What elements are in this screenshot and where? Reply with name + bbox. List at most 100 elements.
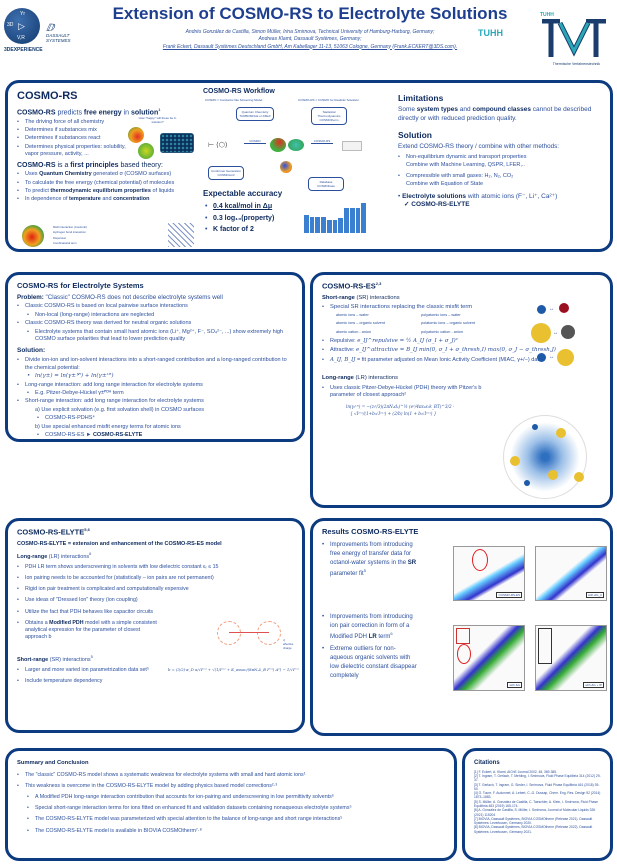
panel-electrolyte-systems: COSMO-RS for Electrolyte Systems Problem… [5,272,305,442]
section-title: Citations [474,760,500,766]
list-item: Determines physical properties: solubili… [17,144,127,159]
list-item: Special SR interactions replacing the cl… [322,304,601,312]
accuracy-bar-chart [304,203,367,233]
interaction-label: Dispersion [53,235,67,240]
list-item: Determines if substances mix [17,127,127,135]
pair-label: atomic ions – water [336,313,369,318]
list-item: PDH LR term shows underscreening in solv… [17,562,293,572]
check-item: Combine with Machine Learning, QSPR, LFE… [406,162,525,169]
panel-cosmo-rs-es: COSMO-RS-ES2,3 Short-range (SR) interact… [310,272,613,508]
scatter-plot: with ΔG + IP [535,625,607,691]
accuracy-bar [355,207,361,233]
list-item: COSMO-RS-PDHS⁴ [37,415,293,423]
sigma-surface-image [22,225,44,247]
list-item: Divide ion-ion and ion-solvent interacti… [17,357,293,372]
citation-item: [4] O. Toure, F. Audonnet, A. Lebert, C.… [474,791,601,800]
list-item: Classic COSMO-RS is based on local pairw… [17,303,293,311]
list-item: Uses Quantum Chemistry generated σ (COSM… [17,171,601,179]
scatter-plot: with ΔG_tr [535,546,607,601]
dressed-ion-diagram: q' effective charge [213,619,293,649]
scatter-plot: with ΔG [453,625,525,691]
accuracy-bar [304,215,309,233]
list-item: b) Use special enhanced misfit energy te… [35,423,181,430]
accuracy-bar [321,216,326,233]
scatter-plot: COSMO-RS-ES [453,546,525,601]
list-item: Obtains a Modified PDH model with a simp… [17,620,157,642]
electrolyte-item: • Electrolyte solutions with atomic ions… [398,192,558,200]
elyte-check: COSMO-RS-ELYTE [404,201,603,210]
list-item: Short-range interaction: add long range … [17,398,293,406]
interaction-label: Combinatorial term [53,240,77,245]
plot-label: COSMO-RS-ES [496,591,522,598]
logo-glyph: V,R [17,35,25,41]
list-item: Rigid ion pair treatment is complicated … [17,584,293,594]
accuracy-item: 0.3 log₁₀(property) [205,214,274,225]
workflow-bubble: Quantum Chemistry TURBOMOLE or DMol³ [236,107,274,122]
logo-text: 3DEXPERIENCE [4,47,43,53]
pair-label: atomic cation - anion [336,329,372,334]
accuracy-bar [332,220,338,233]
panel-citations: Citations [1] F. Eckert, A. Klamt, AIChE… [462,748,613,861]
pdh-formula: ln(γᵢᴸᴿ) = −(zᵢ²/3)(2πNₐdₛ)^½ (e²/4πε₀εᵣ… [346,403,455,409]
diagram-label: q' effective charge [283,638,294,650]
author-block: Andrés González de Castilla, Simon Mülle… [100,29,520,51]
solution-title: Solution: [17,346,46,354]
cosmo-surface-image [280,161,292,173]
network-image [168,223,194,247]
workflow-bubble: Database COSMObase [308,177,344,192]
cosmo-surface-image [138,143,154,159]
logo-text: TUHH [540,12,554,18]
citation-item: [8] BIOVIA, Dassault Systèmes, BIOVIA CO… [474,825,593,834]
ion-pairs-image: ↔ ↔ ↔ [531,303,591,373]
list-item: Ion pairing needs to be accounted for (s… [17,573,293,583]
section-title: COSMO-RS-ELYTE5,6 [17,527,90,537]
arrow-right-icon: ► [85,432,92,439]
plot-label: with ΔG [507,681,522,688]
logo-3dexperience: 3D V,R Yr ▷ 3DEXPERIENCE [4,8,44,66]
sr-heading: Short-range (SR) interactions5 [17,653,93,663]
list-item: To predict thermodynamic equilibrium pro… [17,188,601,196]
plot-label: with ΔG_tr [585,591,604,598]
list-item: Electrolyte systems that contain small h… [27,329,293,344]
list-item: A Modified PDH long-range interaction co… [27,794,445,801]
workflow-arrow: COSMO [244,139,266,145]
problem-statement: Problem: "Classic" COSMO-RS does not des… [17,294,223,302]
citation-item: [2] T. Ingram, T. Gerlach, T. Mehling, I… [474,774,601,783]
pair-label: polatomic ions – organic solvent [421,321,476,326]
logo-glyph: Yr [20,11,25,17]
table-image [342,141,362,151]
list-item: Utilize the fact that PDH behaves like c… [17,607,293,617]
logo-text: SYSTEMES [46,37,71,43]
section-title: Results COSMO-RS-ELYTE [322,527,419,536]
predicts-heading: COSMO-RS predicts free energy in solutio… [17,106,161,117]
citation-item: [5] S. Müller, A. González de Castilla, … [474,799,598,809]
list-item: Use ideas of "Dressed Ion" theory (ion c… [17,595,293,605]
pdh-formula: { √I⁽ᵐ⁾/(1+bᵢ√I⁽ᵐ⁾) + (2/b) ln(1 + bᵢ√I⁽… [350,411,437,417]
workflow-title: COSMO-RS Workflow [203,88,275,95]
sr-heading: Short-range (SR) interactions [322,294,400,301]
citation-item: [7] BIOVIA, Dassault Systèmes, BIOVIA CO… [474,816,593,826]
list-item: Larger and more varied ion parametrizati… [17,665,293,675]
logo-tuhh: TUHH [478,28,503,38]
check-item: Combine with Equation of State [406,181,484,188]
contact-link[interactable]: Frank Eckert, Dassault Systèmes Deutschl… [162,43,458,50]
section-title: COSMO-RS [17,90,78,102]
pair-label: atomic ions – organic solvent [336,321,385,326]
elyte-definition: COSMO-RS-ELYTE = extension and enhanceme… [17,540,222,547]
list-item: Non-local (long-range) interactions are … [27,312,293,320]
workflow-bubble: Statistical Thermodynamics COSMOtherm [311,107,347,126]
citation-item: [1] F. Eckert, A. Klamt, AIChE Journal 2… [474,769,558,774]
section-title: Summary and Conclusion [17,760,89,766]
list-item: Long-range interaction: add long range i… [17,382,293,390]
list-item: Compressible with small gases: H₂, N₂, C… [398,173,603,181]
panel-cosmo-rs: COSMO-RS COSMO-RS predicts free energy i… [5,80,613,252]
result-item: Extreme outliers for non-aqueous organic… [322,645,417,681]
list-item: Non-equilibrium dynamic and transport pr… [398,154,603,162]
citation-list: [1] F. Eckert, A. Klamt, AIChE Journal 2… [474,770,601,834]
list-item: E.g. Pitzer-Debye-Hückel γ±ᴾᴰᴴ term [27,390,293,398]
limitations-text: Some system types and compound classes c… [398,106,592,123]
play-icon: ▷ [18,21,25,31]
cosmo-surface-image [128,127,144,143]
list-item: In dependence of temperature and concent… [17,196,601,204]
